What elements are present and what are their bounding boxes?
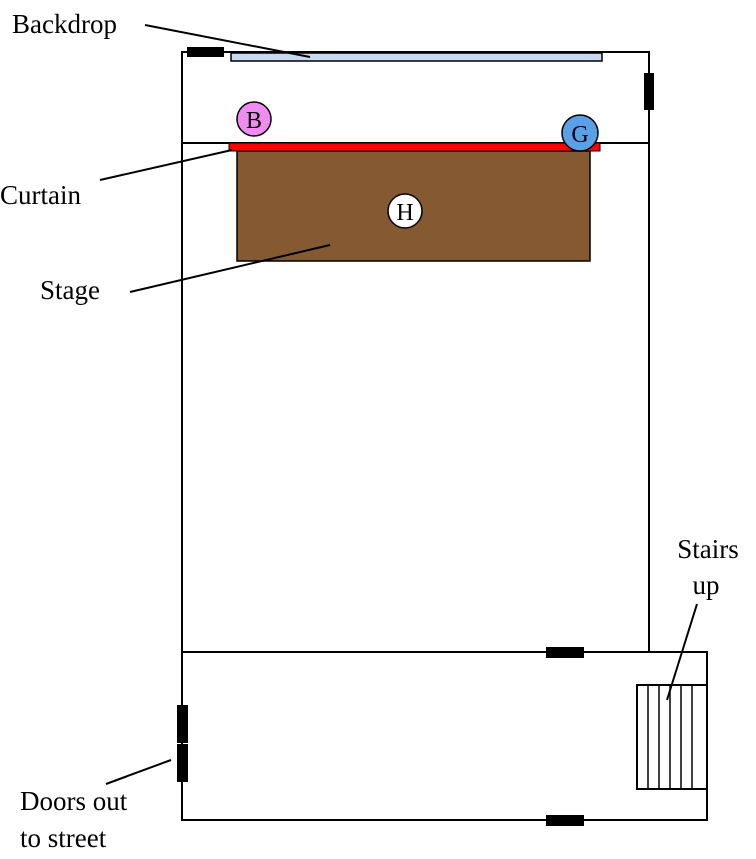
stairs-label-line1: Stairs bbox=[677, 534, 739, 564]
stairs-label-line2: up bbox=[693, 570, 720, 600]
lobby-wall bbox=[181, 651, 708, 821]
marker-h: H bbox=[387, 193, 423, 229]
stage-label: Stage bbox=[40, 275, 100, 305]
marker-g: G bbox=[561, 114, 599, 152]
curtain-leader bbox=[99, 149, 233, 181]
marker-g-label: G bbox=[571, 122, 588, 148]
stairs-leader bbox=[666, 603, 698, 701]
marker-b-circle bbox=[236, 101, 272, 137]
stage-leader bbox=[129, 244, 331, 293]
marker-h-circle bbox=[387, 193, 423, 229]
backdrop-leader bbox=[144, 24, 311, 58]
marker-b: B bbox=[236, 101, 272, 137]
doors-leader bbox=[105, 759, 172, 785]
street-door-lower bbox=[177, 744, 188, 782]
curtain-label: Curtain bbox=[0, 180, 81, 210]
doors bbox=[177, 47, 654, 826]
marker-g-circle bbox=[561, 114, 599, 152]
stairs bbox=[636, 684, 708, 790]
backstage-top-door bbox=[187, 47, 224, 57]
marker-h-label: H bbox=[396, 200, 413, 226]
backstage-side-door bbox=[644, 73, 654, 110]
lobby-bottom-door bbox=[546, 815, 584, 826]
leader-lines bbox=[99, 24, 698, 785]
curtain bbox=[228, 142, 601, 152]
doors-label-line1: Doors out bbox=[20, 786, 128, 816]
marker-b-label: B bbox=[246, 108, 262, 134]
backdrop-label: Backdrop bbox=[12, 9, 117, 39]
hall-lobby-door bbox=[546, 647, 584, 658]
doors-label-line2: to street bbox=[20, 823, 107, 853]
backdrop bbox=[230, 52, 603, 62]
street-door-upper bbox=[177, 705, 188, 743]
